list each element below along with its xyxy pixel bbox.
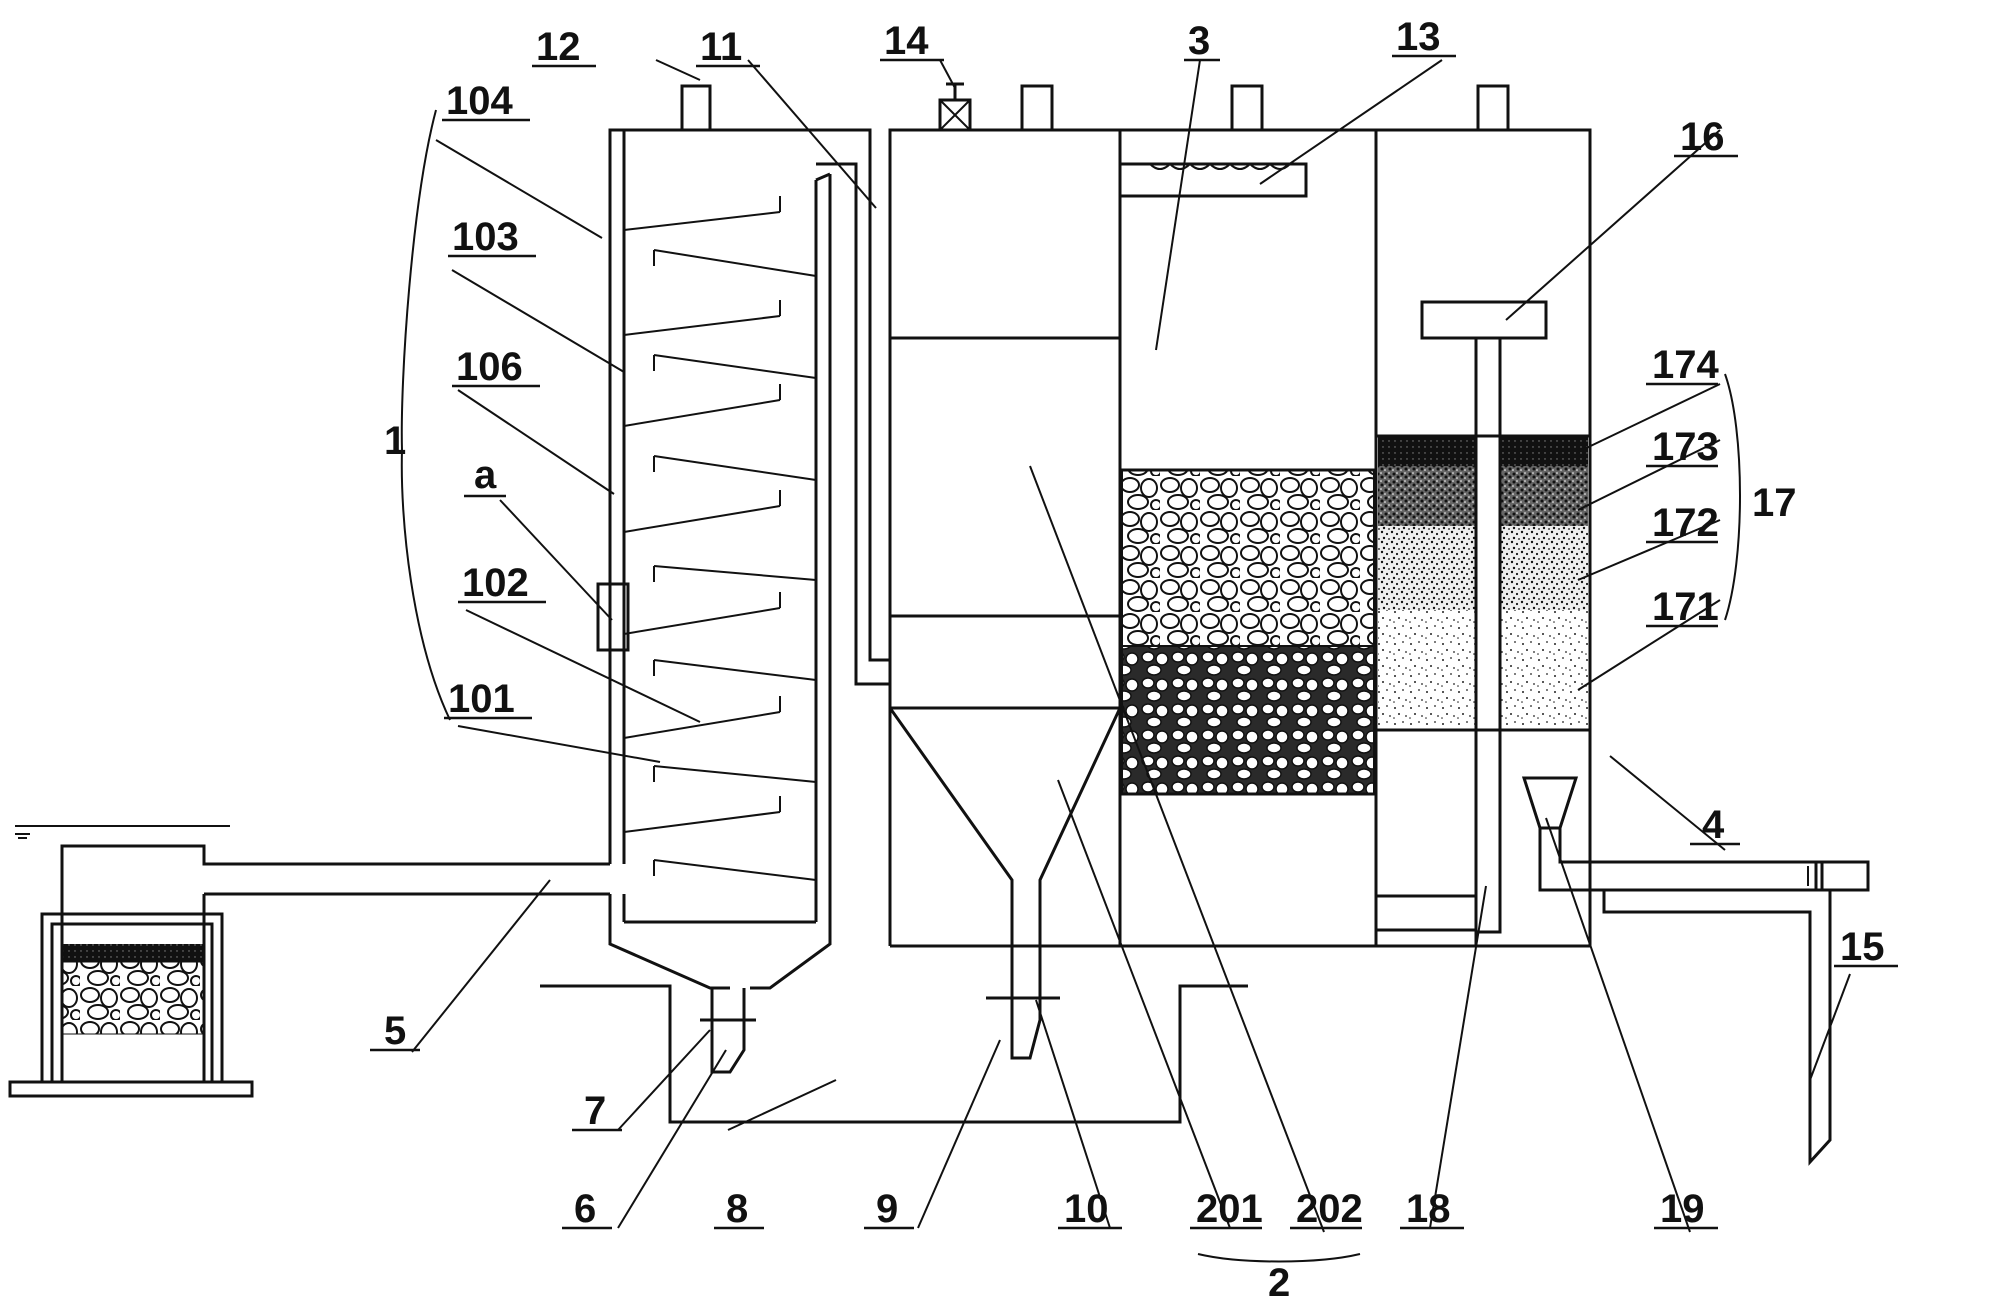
leader-lines — [411, 59, 1851, 1233]
label-14: 14 — [884, 19, 929, 63]
label-202: 202 — [1296, 1187, 1363, 1231]
brace-1 — [400, 109, 451, 721]
label-6: 6 — [574, 1187, 596, 1231]
label-171: 171 — [1652, 585, 1719, 629]
label-1: 1 — [384, 419, 406, 463]
label-8: 8 — [726, 1187, 748, 1231]
label-5: 5 — [384, 1009, 406, 1053]
label-7: 7 — [584, 1089, 606, 1133]
label-17: 17 — [1752, 481, 1797, 525]
label-172: 172 — [1652, 501, 1719, 545]
label-a: a — [474, 453, 497, 497]
sludge-basin — [540, 984, 1248, 1124]
label-173: 173 — [1652, 425, 1719, 469]
label-174: 174 — [1652, 343, 1719, 387]
reaction-tank — [888, 82, 1870, 1166]
label-104: 104 — [446, 79, 513, 123]
valve — [938, 82, 972, 132]
label-101: 101 — [448, 677, 515, 721]
label-10: 10 — [1064, 1187, 1109, 1231]
label-4: 4 — [1702, 803, 1725, 847]
label-3: 3 — [1188, 19, 1210, 63]
label-103: 103 — [452, 215, 519, 259]
label-2: 2 — [1268, 1261, 1290, 1305]
label-16: 16 — [1680, 115, 1725, 159]
label-18: 18 — [1406, 1187, 1451, 1231]
settling-tower — [596, 84, 832, 1074]
inlet-tank — [8, 825, 610, 1098]
label-201: 201 — [1196, 1187, 1263, 1231]
label-15: 15 — [1840, 925, 1885, 969]
brace-2 — [1197, 1253, 1361, 1263]
overflow-pipe — [828, 128, 890, 662]
label-11: 11 — [700, 25, 742, 69]
label-19: 19 — [1660, 1187, 1705, 1231]
brace-17 — [1724, 373, 1741, 621]
label-9: 9 — [876, 1187, 898, 1231]
reference-labels: 12 11 14 3 13 104 103 106 1 a 102 101 5 … — [370, 15, 1898, 1305]
label-106: 106 — [456, 345, 523, 389]
label-13: 13 — [1396, 15, 1441, 59]
label-102: 102 — [462, 561, 529, 605]
label-12: 12 — [536, 25, 581, 69]
inclined-plates — [623, 196, 817, 881]
